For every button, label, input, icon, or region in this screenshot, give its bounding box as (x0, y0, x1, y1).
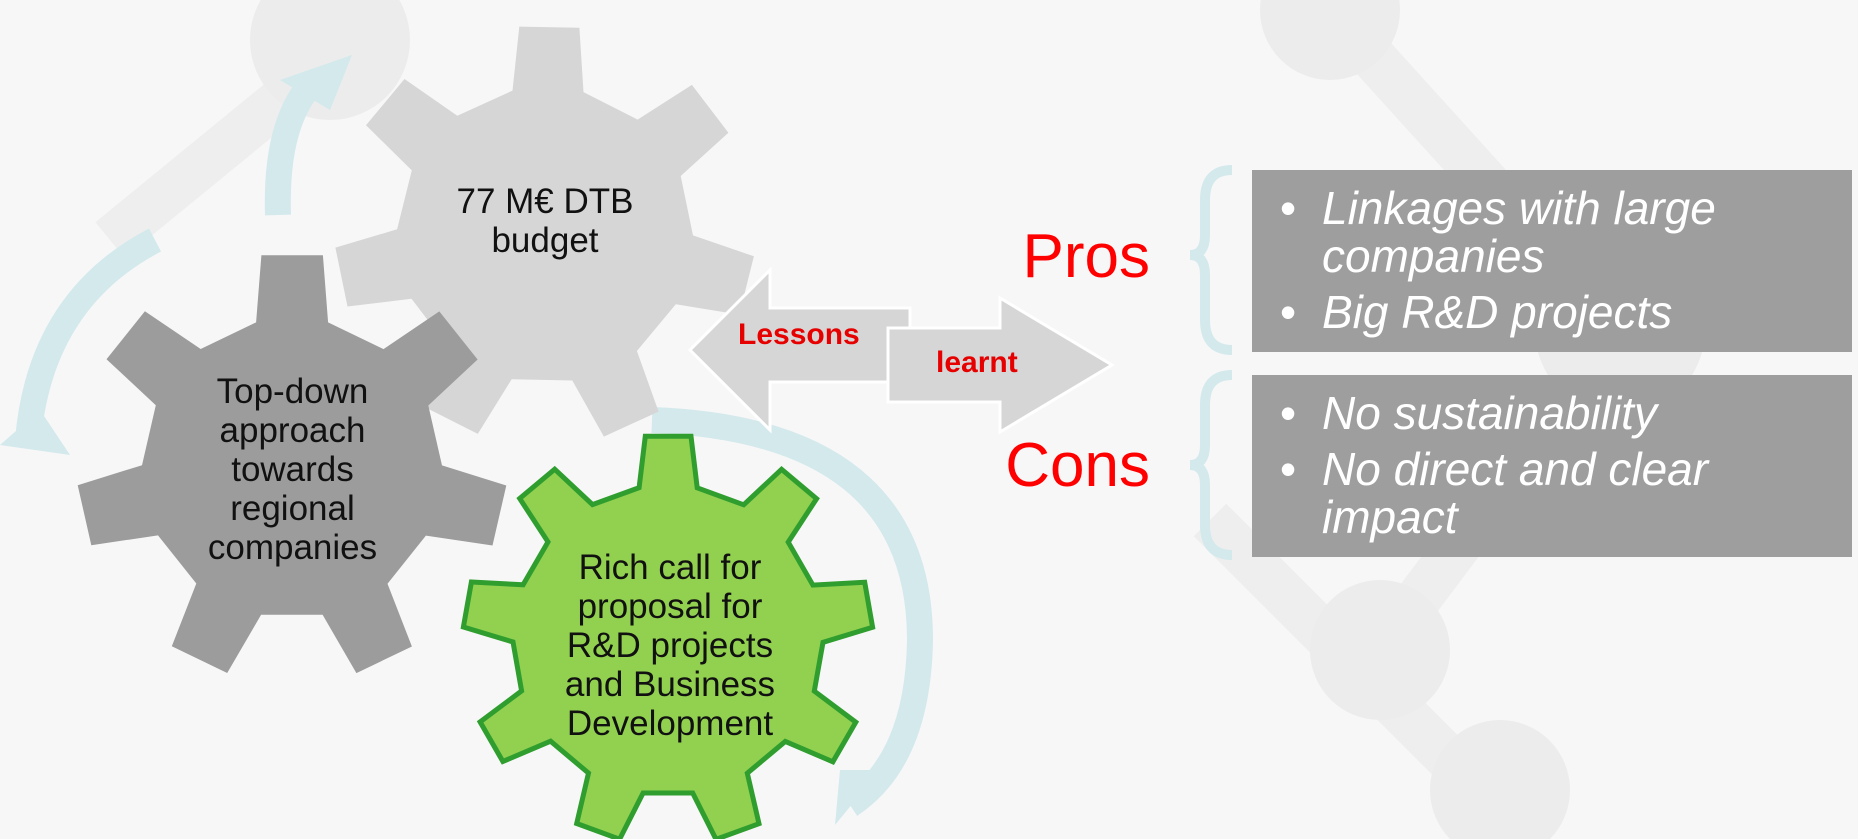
cycle-arrowhead-right (835, 770, 880, 825)
topdown-gear (77, 255, 507, 674)
budget-gear-label: 77 M€ DTB budget (456, 182, 634, 260)
cons-item: No sustainability (1272, 389, 1832, 437)
topdown-gear-label: Top-down approach towards regional compa… (207, 372, 378, 567)
call-gear-label: Rich call for proposal for R&D projects … (564, 548, 776, 743)
cycle-arrow-right (651, 407, 934, 816)
pros-box: Linkages with large companies Big R&D pr… (1252, 170, 1852, 352)
cycle-arrowhead-top (280, 55, 352, 110)
learnt-label: learnt (936, 346, 1018, 379)
cycle-arrowhead-left (0, 410, 70, 455)
pros-item: Linkages with large companies (1272, 184, 1832, 280)
pros-label: Pros (1022, 222, 1150, 291)
cons-brace (1189, 370, 1233, 560)
pros-brace (1189, 165, 1233, 355)
lessons-label: Lessons (738, 318, 860, 351)
learnt-arrow (886, 295, 1115, 435)
pros-list: Linkages with large companies Big R&D pr… (1272, 184, 1832, 336)
cons-item: No direct and clear impact (1272, 445, 1832, 541)
call-gear (460, 433, 876, 839)
cons-box: No sustainability No direct and clear im… (1252, 375, 1852, 557)
cons-label: Cons (1005, 431, 1150, 500)
cons-list: No sustainability No direct and clear im… (1272, 389, 1832, 541)
cycle-arrow-left (15, 228, 162, 442)
pros-item: Big R&D projects (1272, 288, 1832, 336)
